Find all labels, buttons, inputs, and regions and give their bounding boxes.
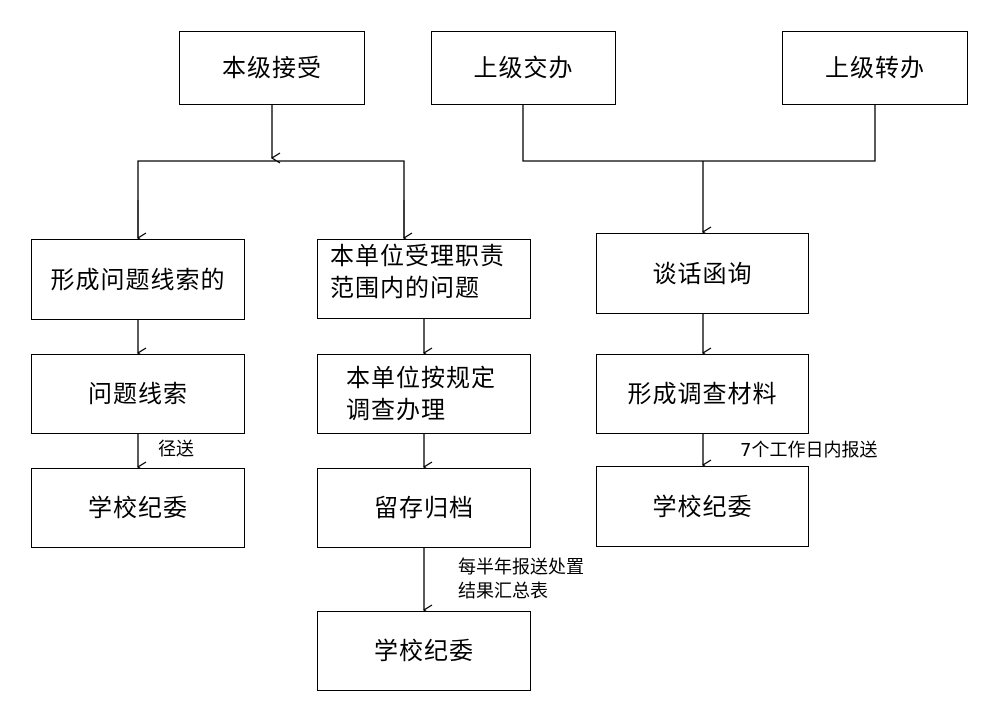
box-tanhua-hanxun: 谈话函询 [596,233,809,314]
box-label: 学校纪委 [88,494,188,522]
box-label-line1: 本单位受理职责 [330,242,505,270]
box-label: 本级接受 [222,54,322,82]
box-label: 学校纪委 [374,637,474,665]
note-jingsong: 径送 [158,439,194,460]
box-xingcheng-diaocha-cailiao: 形成调查材料 [596,354,809,434]
note-meibannian-line1: 每半年报送处置 [458,557,584,578]
box-label: 学校纪委 [652,492,753,521]
box-label: 上级交办 [473,54,574,82]
box-benji-jieshou: 本级接受 [179,31,365,105]
box-xuexiao-jiwei-left: 学校纪委 [31,468,245,548]
box-anguiding-diaocha: 本单位按规定 调查办理 [317,354,531,434]
box-label: 问题线索 [88,380,188,408]
box-label-line2: 调查办理 [346,396,446,424]
split-line-left [137,160,405,238]
box-label-line1: 本单位按规定 [346,364,496,392]
box-label: 形成问题线索的 [50,265,226,294]
box-liucun-guidang: 留存归档 [317,468,531,548]
box-label-line2: 范围内的问题 [330,274,480,302]
box-xuexiao-jiwei-right: 学校纪委 [596,466,809,547]
box-label: 形成调查材料 [627,380,778,408]
merge-line-right [522,104,876,162]
note-qigeri: 7个工作日内报送 [740,440,878,461]
box-xuexiao-jiwei-bottom: 学校纪委 [317,611,531,691]
box-label: 谈话函询 [652,259,753,288]
box-wenti-xiansuo: 问题线索 [31,354,245,434]
box-fanwei-nei-wenti: 本单位受理职责 范围内的问题 [317,239,531,319]
box-shangji-zhuanban: 上级转办 [782,31,968,105]
box-label: 留存归档 [374,494,474,522]
box-label: 上级转办 [825,54,925,82]
note-meibannian-line2: 结果汇总表 [458,581,548,602]
box-xingcheng-wenti-xiansuo: 形成问题线索的 [31,239,245,320]
box-shangji-jiaoban: 上级交办 [431,31,616,105]
